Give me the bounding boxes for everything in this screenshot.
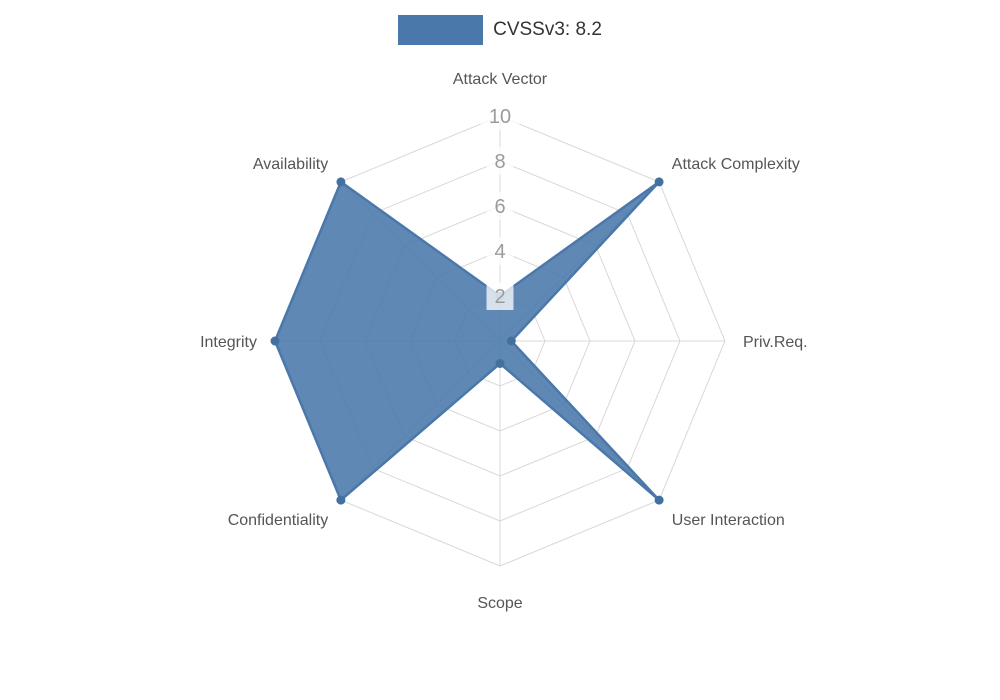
axis-label: Confidentiality	[228, 512, 329, 529]
axis-label: Scope	[477, 595, 522, 612]
legend-swatch	[398, 15, 484, 45]
radar-point	[270, 336, 280, 346]
tick-label: 8	[494, 151, 505, 173]
radar-point	[336, 495, 346, 505]
radar-point	[495, 359, 505, 368]
axis-label: Integrity	[200, 334, 257, 351]
tick-label: 10	[489, 106, 511, 128]
tick-backdrop	[486, 282, 514, 310]
radar-point	[654, 177, 664, 187]
tick-backdrop	[480, 102, 520, 130]
tick-backdrop	[486, 237, 514, 265]
axis-label: Attack Vector	[453, 71, 548, 88]
radar-point	[336, 177, 346, 187]
radar-point	[654, 495, 664, 505]
legend-item[interactable]: CVSSv3: 8.2	[0, 15, 1000, 45]
radar-point	[506, 336, 516, 346]
axis-label: Availability	[253, 156, 328, 173]
legend-label: CVSSv3: 8.2	[493, 19, 602, 40]
axis-label: User Interaction	[672, 512, 785, 529]
tick-backdrop	[486, 147, 514, 175]
tick-label: 2	[494, 286, 505, 308]
tick-label: 4	[494, 241, 505, 263]
tick-label: 6	[494, 196, 505, 218]
axis-label: Priv.Req.	[743, 334, 808, 351]
tick-backdrop	[486, 192, 514, 220]
axis-label: Attack Complexity	[672, 156, 800, 173]
